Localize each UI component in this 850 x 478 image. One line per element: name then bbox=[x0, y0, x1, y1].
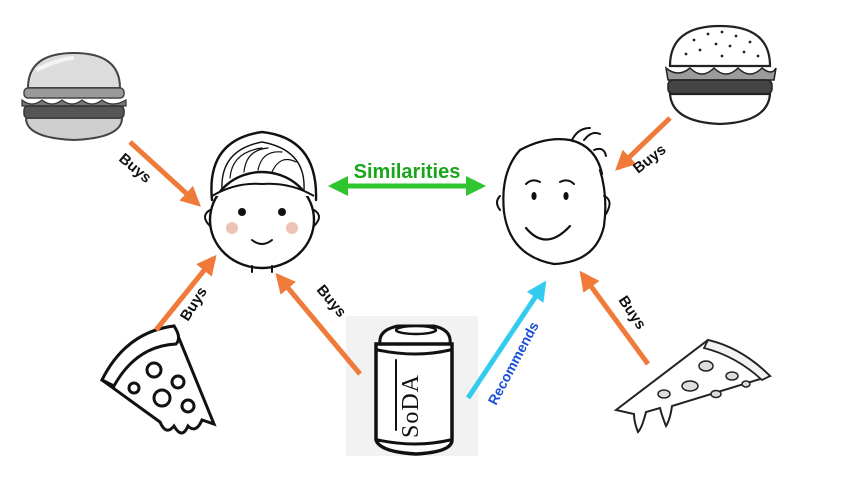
buys-label: Buys bbox=[313, 282, 350, 321]
buys-arrow-pizza-b bbox=[579, 270, 651, 366]
similarities-label: Similarities bbox=[354, 161, 461, 183]
buys-label: Buys bbox=[115, 150, 154, 187]
buys-label: Buys bbox=[630, 141, 669, 177]
boy-face-icon bbox=[204, 130, 320, 273]
burger-icon bbox=[664, 24, 777, 126]
recommends-arrow bbox=[465, 280, 547, 400]
soda-can-text: SoDA bbox=[398, 374, 424, 438]
buys-arrow-burger-a bbox=[128, 140, 201, 207]
buys-arrow-soda-a bbox=[275, 272, 362, 376]
pizza-slice-icon bbox=[99, 324, 217, 435]
buys-label: Buys bbox=[177, 284, 211, 324]
pizza-slice-icon bbox=[613, 338, 772, 434]
buys-arrow-pizza-a bbox=[154, 254, 217, 332]
smiling-face-icon bbox=[496, 127, 611, 266]
buys-arrow-burger-b bbox=[615, 116, 672, 171]
soda-can-icon: SoDA bbox=[346, 316, 478, 456]
burger-icon bbox=[21, 51, 127, 142]
